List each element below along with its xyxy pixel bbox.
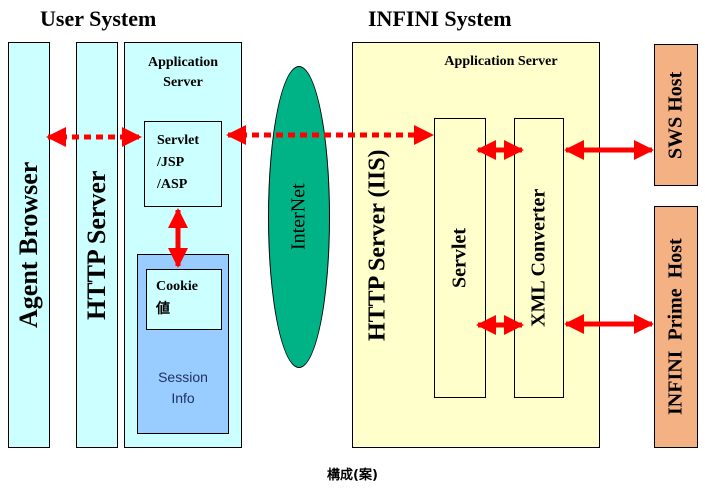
user-http-server-label: HTTP Server xyxy=(82,170,111,320)
internet-label: InterNet xyxy=(287,183,310,251)
cookie-value-label: 値 xyxy=(156,301,170,317)
infini-servlet-label: Servlet xyxy=(448,228,471,288)
session-label: Session xyxy=(158,369,208,385)
infini-prime-host-label: INFINI Prime Host xyxy=(664,238,687,416)
user-app-server-label-line2: Server xyxy=(163,75,203,90)
infini-http-server-box: HTTP Server (IIS) xyxy=(352,42,403,448)
infini-servlet-box: Servlet xyxy=(434,118,486,398)
info-label: Info xyxy=(171,390,195,406)
servlet-label: Servlet xyxy=(157,133,199,148)
jsp-label: /JSP xyxy=(157,155,185,170)
infini-http-server-label: HTTP Server (IIS) xyxy=(364,149,391,341)
agent-browser-label: Agent Browser xyxy=(14,161,43,329)
user-app-server-label-line1: Application xyxy=(147,55,218,70)
infini-app-server-label: Application Server xyxy=(444,54,558,69)
sws-host-label: SWS Host xyxy=(664,71,687,159)
cookie-label: Cookie xyxy=(156,279,198,294)
infini-prime-host-box: INFINI Prime Host xyxy=(654,206,698,448)
xml-converter-label: XML Converter xyxy=(527,188,550,328)
user-http-server-box: HTTP Server xyxy=(76,42,118,448)
sws-host-box: SWS Host xyxy=(654,44,698,186)
agent-browser-box: Agent Browser xyxy=(8,42,50,448)
cookie-box: Cookie 値 xyxy=(146,269,222,330)
diagram-caption: 構成(案) xyxy=(327,468,378,483)
xml-converter-box: XML Converter xyxy=(514,118,564,398)
user-system-title: User System xyxy=(40,6,157,31)
internet-cloud: InterNet xyxy=(268,66,330,368)
infini-system-title: INFINI System xyxy=(368,6,512,31)
servlet-jsp-asp-box: Servlet /JSP /ASP xyxy=(144,121,222,207)
asp-label: /ASP xyxy=(157,177,188,192)
